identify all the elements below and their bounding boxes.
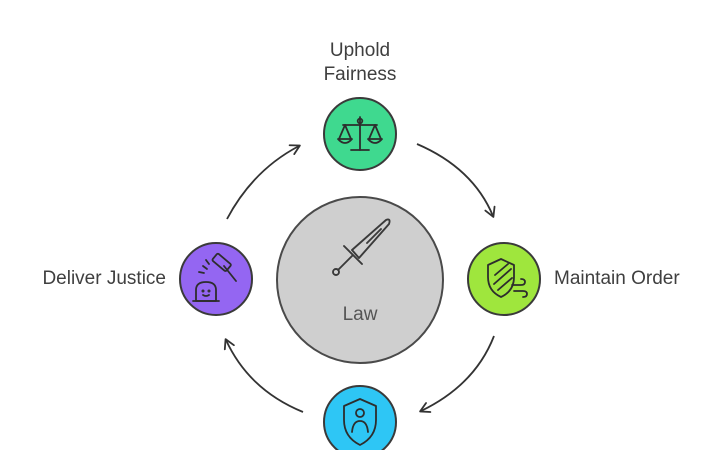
label-maintain-order: Maintain Order <box>554 268 680 289</box>
gavel-icon <box>192 252 237 302</box>
label-law: Law <box>342 304 378 325</box>
person-shield-icon <box>343 398 377 446</box>
arrow-right-to-bottom <box>419 335 495 413</box>
label-deliver-justice: Deliver Justice <box>42 268 166 289</box>
arrow-bottom-to-left <box>223 338 304 413</box>
center-node-law <box>276 196 444 364</box>
label-uphold-fairness: Uphold Fairness <box>323 40 397 85</box>
node-bottom[interactable] <box>323 385 397 450</box>
arrow-left-to-top <box>226 144 301 220</box>
shield-wind-icon <box>487 258 528 298</box>
arrow-top-to-right <box>416 143 496 218</box>
node-deliver-justice[interactable] <box>179 242 253 316</box>
scales-icon <box>337 116 383 151</box>
node-maintain-order[interactable] <box>467 242 541 316</box>
sword-icon <box>332 218 391 276</box>
